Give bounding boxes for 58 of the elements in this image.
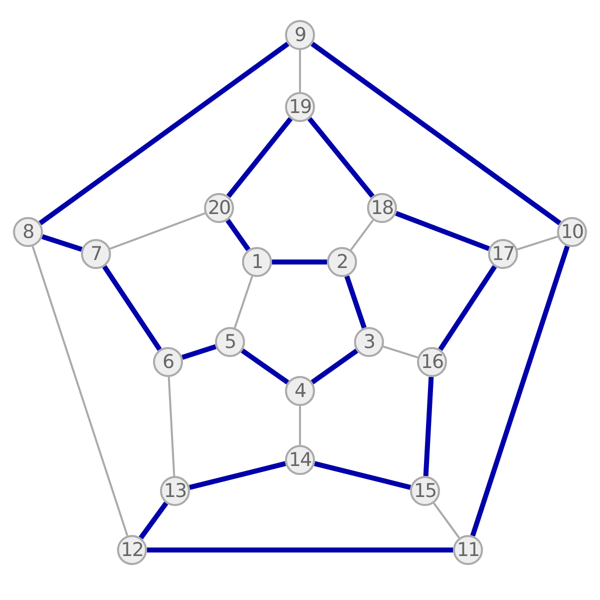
graph-edge <box>182 344 216 360</box>
graph-edge <box>240 348 290 384</box>
vertex-number: 12 <box>120 539 144 561</box>
graph-edge <box>38 42 290 226</box>
vertex-number: 5 <box>224 331 236 353</box>
graph-edge <box>102 265 162 351</box>
vertex-number: 14 <box>288 449 312 471</box>
graph-edge <box>272 260 327 264</box>
graph-edge <box>188 461 286 490</box>
graph-edge <box>299 406 301 445</box>
graph-edge <box>383 346 418 358</box>
vertex-number: 13 <box>164 480 186 502</box>
vertex-number: 16 <box>420 351 444 373</box>
graph-edge <box>32 246 128 536</box>
vertex-number: 15 <box>414 480 436 502</box>
graph-edge <box>110 212 206 250</box>
vertex-circle <box>354 327 384 357</box>
graph-edge <box>147 548 453 552</box>
vertex-number: 8 <box>22 221 34 243</box>
vertex-number: 18 <box>370 197 394 219</box>
vertex-number: 6 <box>162 351 174 373</box>
graph-edge <box>516 236 558 250</box>
vertex-circle <box>285 20 315 50</box>
graph-edge <box>438 265 497 351</box>
vertex-number: 4 <box>294 380 306 402</box>
vertex-circle <box>242 247 272 277</box>
vertex-circle <box>327 247 357 277</box>
vertex-circle <box>285 376 315 406</box>
graph-edge <box>138 502 168 540</box>
vertex-circle <box>215 327 245 357</box>
graph-edge <box>433 502 460 538</box>
graph-edge <box>226 218 250 252</box>
vertex-number: 1 <box>251 251 263 273</box>
vertex-circle <box>153 347 183 377</box>
vertex-number: 11 <box>456 539 480 561</box>
graph-edge <box>344 275 367 329</box>
graph-edge <box>234 276 254 328</box>
vertex-number: 3 <box>363 331 375 353</box>
vertex-number: 20 <box>208 197 230 219</box>
graph-edge <box>423 376 434 476</box>
graph-edge <box>42 234 82 252</box>
graph-edge <box>395 211 490 251</box>
graph-edge <box>350 219 374 251</box>
graph-edge <box>310 348 358 384</box>
graph-edge <box>314 461 412 490</box>
graph-edge <box>308 117 374 198</box>
vertex-number: 10 <box>560 221 584 243</box>
vertex-number: 19 <box>288 96 312 118</box>
graph-edge <box>168 376 176 476</box>
vertex-number: 17 <box>492 243 514 265</box>
vertex-circle <box>13 217 43 247</box>
vertex-number: 2 <box>336 251 348 273</box>
vertex-circle <box>81 239 111 269</box>
graph-edge <box>226 117 293 198</box>
graph-edge <box>299 50 301 92</box>
graph-edge <box>310 42 562 226</box>
vertex-number: 9 <box>294 24 306 46</box>
vertex-number: 7 <box>90 243 102 265</box>
